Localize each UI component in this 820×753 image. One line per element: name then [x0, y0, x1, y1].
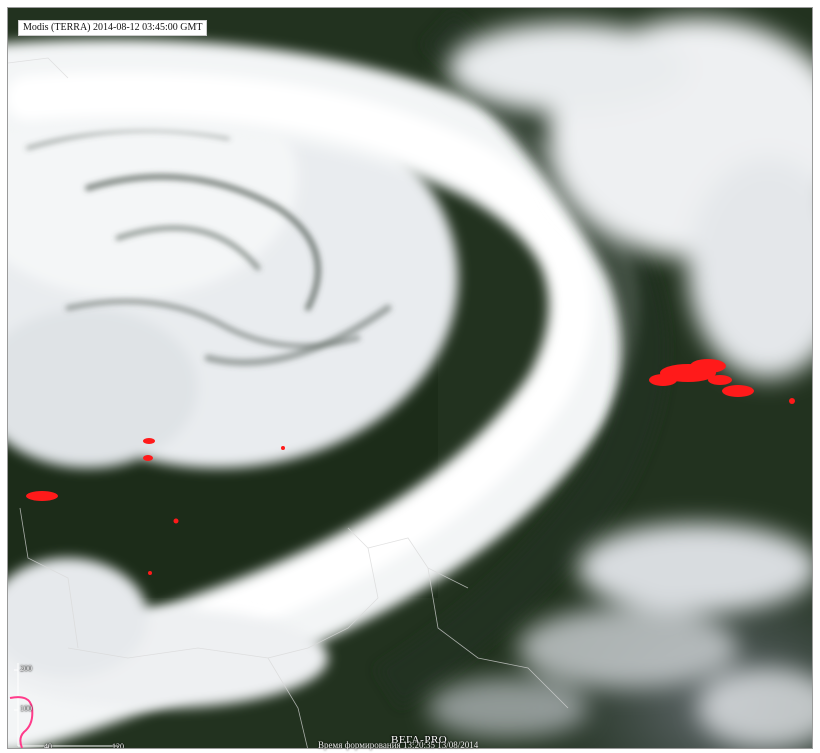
fire-cluster-west: [26, 438, 285, 575]
satellite-image: [8, 8, 812, 748]
land-gap-channel: [375, 11, 667, 708]
scale-x-tick-40: 40: [44, 742, 52, 749]
satellite-scene: Modis (TERRA) 2014-08-12 03:45:00 GMT 20…: [7, 7, 813, 749]
fire-hotspots: [26, 359, 795, 575]
scale-x-tick-120: 120: [112, 742, 124, 749]
cyclone-spiral-gaps: [26, 128, 392, 366]
lower-left-cloud-tail: [8, 558, 328, 708]
scale-bar: [14, 663, 119, 748]
scale-y-tick-100: 100: [20, 704, 32, 713]
generation-time-label: Время формирования 13:20:35 13/08/2014: [318, 740, 479, 750]
scale-marker-curve: [9, 696, 34, 748]
region-borders: [8, 57, 569, 748]
scale-y-tick-200: 200: [20, 664, 32, 673]
fire-cluster-large: [649, 359, 795, 404]
product-label: ВЕГА-PRO: [391, 734, 448, 746]
lower-right-clouds: [428, 523, 812, 748]
satellite-info-label: Modis (TERRA) 2014-08-12 03:45:00 GMT: [18, 20, 208, 36]
upper-right-clouds: [448, 18, 812, 378]
